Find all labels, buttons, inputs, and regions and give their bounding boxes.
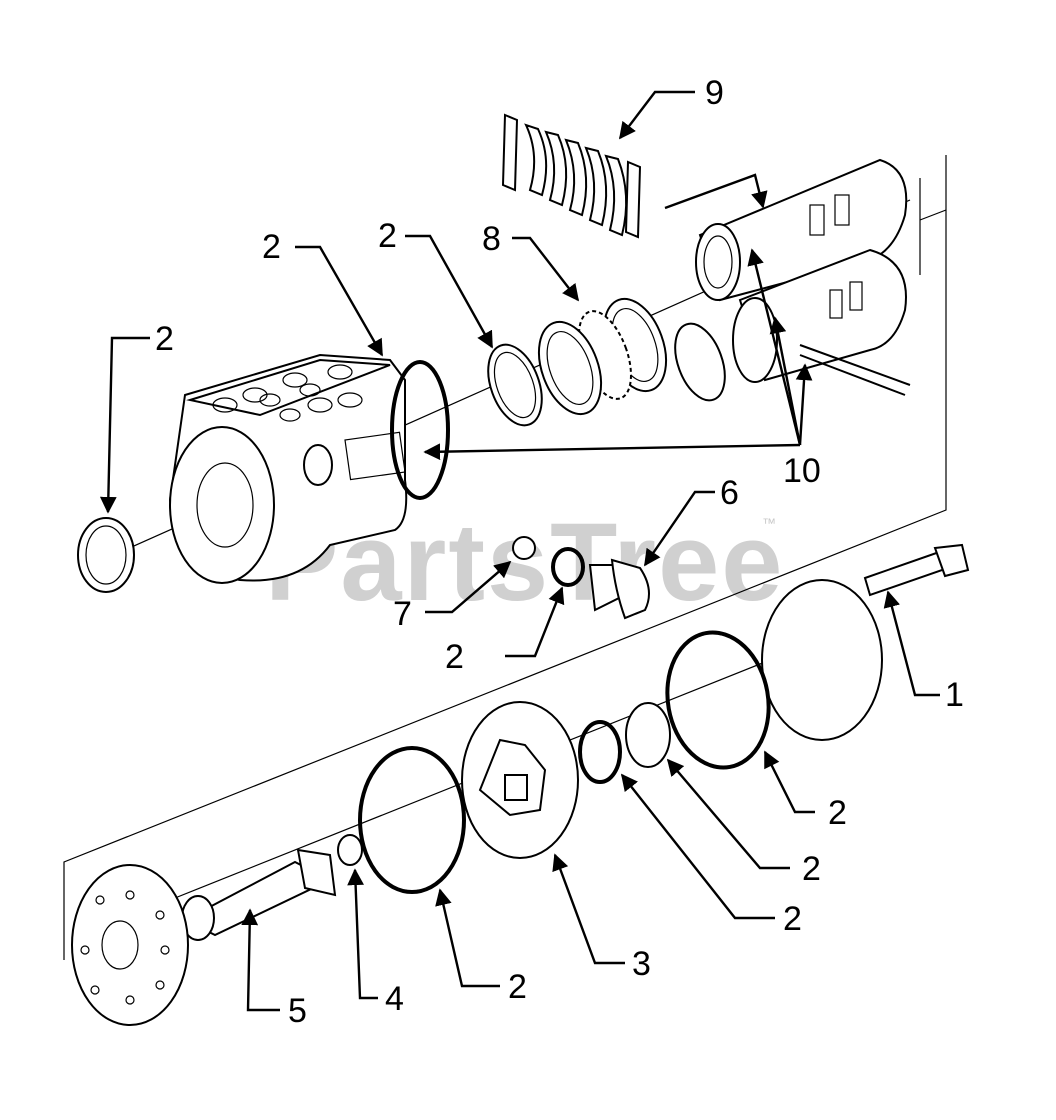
spring-leaves (501, 113, 642, 239)
callout-2: 2 (783, 900, 802, 938)
bolt (863, 543, 970, 597)
o-ring-large-right (665, 630, 771, 770)
callout-2: 2 (802, 850, 821, 888)
callout-8: 8 (482, 220, 501, 258)
gerotor (461, 701, 579, 859)
callout-2: 2 (262, 228, 281, 266)
o-ring-plug (551, 547, 585, 587)
base-plate (71, 864, 189, 1026)
callout-2: 2 (155, 320, 174, 358)
check-ball (512, 536, 536, 560)
callout-4: 4 (385, 980, 404, 1018)
spacer (337, 834, 363, 866)
callout-2: 2 (445, 638, 464, 676)
o-ring-mid (578, 720, 622, 784)
callout-3: 3 (632, 945, 651, 983)
bearing-assembly (487, 297, 726, 427)
drive-shaft (181, 848, 337, 941)
end-cap (761, 579, 883, 741)
callout-7: 7 (393, 595, 412, 633)
callout-1: 1 (945, 676, 964, 714)
callout-5: 5 (288, 992, 307, 1030)
callout-9: 9 (705, 74, 724, 112)
callout-10: 10 (783, 452, 821, 490)
plug (588, 558, 650, 620)
callout-2: 2 (508, 968, 527, 1006)
o-ring-small-right (625, 702, 671, 768)
callout-labels: 9 2 2 8 2 10 6 7 2 1 2 2 2 3 2 4 5 (155, 74, 964, 1030)
callout-2: 2 (378, 217, 397, 255)
callout-6: 6 (720, 474, 739, 512)
callout-2: 2 (828, 794, 847, 832)
valve-housing (168, 353, 450, 584)
leader-lines (99, 90, 940, 1012)
watermark-trademark: ™ (762, 515, 776, 531)
spool-sleeve (695, 158, 911, 396)
o-ring-lower (358, 746, 466, 894)
o-ring-left (77, 517, 135, 593)
